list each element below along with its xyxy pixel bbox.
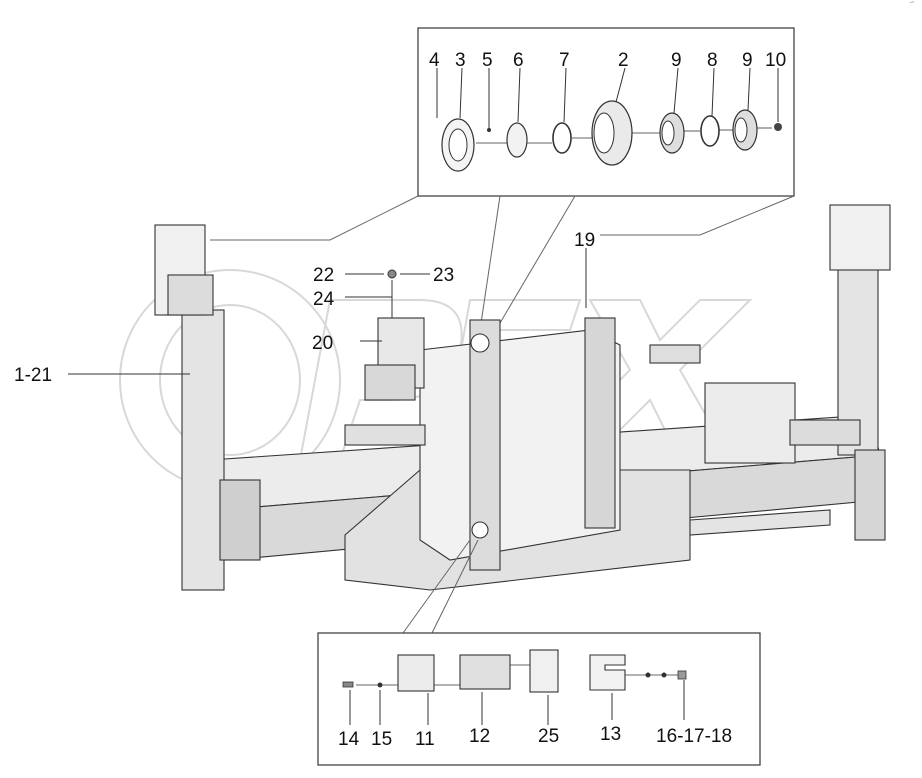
callout-1-21: 1-21 xyxy=(14,365,52,386)
pin-part-14 xyxy=(342,681,354,688)
ring-part xyxy=(552,122,572,154)
leader-8 xyxy=(711,67,715,117)
callout-10: 10 xyxy=(765,50,786,71)
main-leaders xyxy=(68,248,587,375)
bottom-detail-panel: 14 15 11 12 25 13 16-17-18 xyxy=(317,539,761,766)
callout-24: 24 xyxy=(313,289,335,310)
callout-20: 20 xyxy=(312,333,333,354)
leader-3 xyxy=(459,67,463,119)
callout-12: 12 xyxy=(469,726,490,747)
cover-part xyxy=(506,122,528,158)
nut-part xyxy=(774,123,782,131)
nut-part-16 xyxy=(645,672,651,678)
corner-mark: ˉ˜ xyxy=(909,2,914,9)
washer-part-17 xyxy=(661,672,667,678)
callout-4: 4 xyxy=(429,50,440,71)
block-part-12 xyxy=(459,654,511,690)
leader-9b xyxy=(747,67,751,111)
callout-6: 6 xyxy=(513,50,524,71)
spring-clip-part-13 xyxy=(589,654,626,691)
callout-16-17-18: 16-17-18 xyxy=(656,726,732,747)
callout-23: 23 xyxy=(433,265,454,286)
callout-8: 8 xyxy=(707,50,718,71)
callout-19: 19 xyxy=(574,230,595,251)
plate-part-25 xyxy=(529,649,559,693)
callout-5: 5 xyxy=(482,50,493,71)
callout-13: 13 xyxy=(600,724,621,745)
leader-9a xyxy=(673,67,679,114)
callout-22: 22 xyxy=(313,265,334,286)
leader-7 xyxy=(563,67,567,123)
bolt-part-18 xyxy=(677,670,687,680)
callout-14: 14 xyxy=(338,729,360,750)
callout-15: 15 xyxy=(371,729,392,750)
callout-9a: 9 xyxy=(671,50,682,71)
callout-2: 2 xyxy=(618,50,629,71)
main-frame-assembly xyxy=(154,204,891,591)
callout-3: 3 xyxy=(455,50,466,71)
callout-25: 25 xyxy=(538,726,559,747)
top-detail-panel: 4 3 5 6 7 2 9 8 9 10 xyxy=(210,27,795,341)
leader-6 xyxy=(517,67,521,123)
leader-2 xyxy=(615,67,626,103)
callout-11: 11 xyxy=(415,729,435,750)
plate-part-11 xyxy=(397,654,435,692)
callout-9b: 9 xyxy=(742,50,753,71)
ring-part-8 xyxy=(700,115,720,147)
callout-7: 7 xyxy=(559,50,570,71)
